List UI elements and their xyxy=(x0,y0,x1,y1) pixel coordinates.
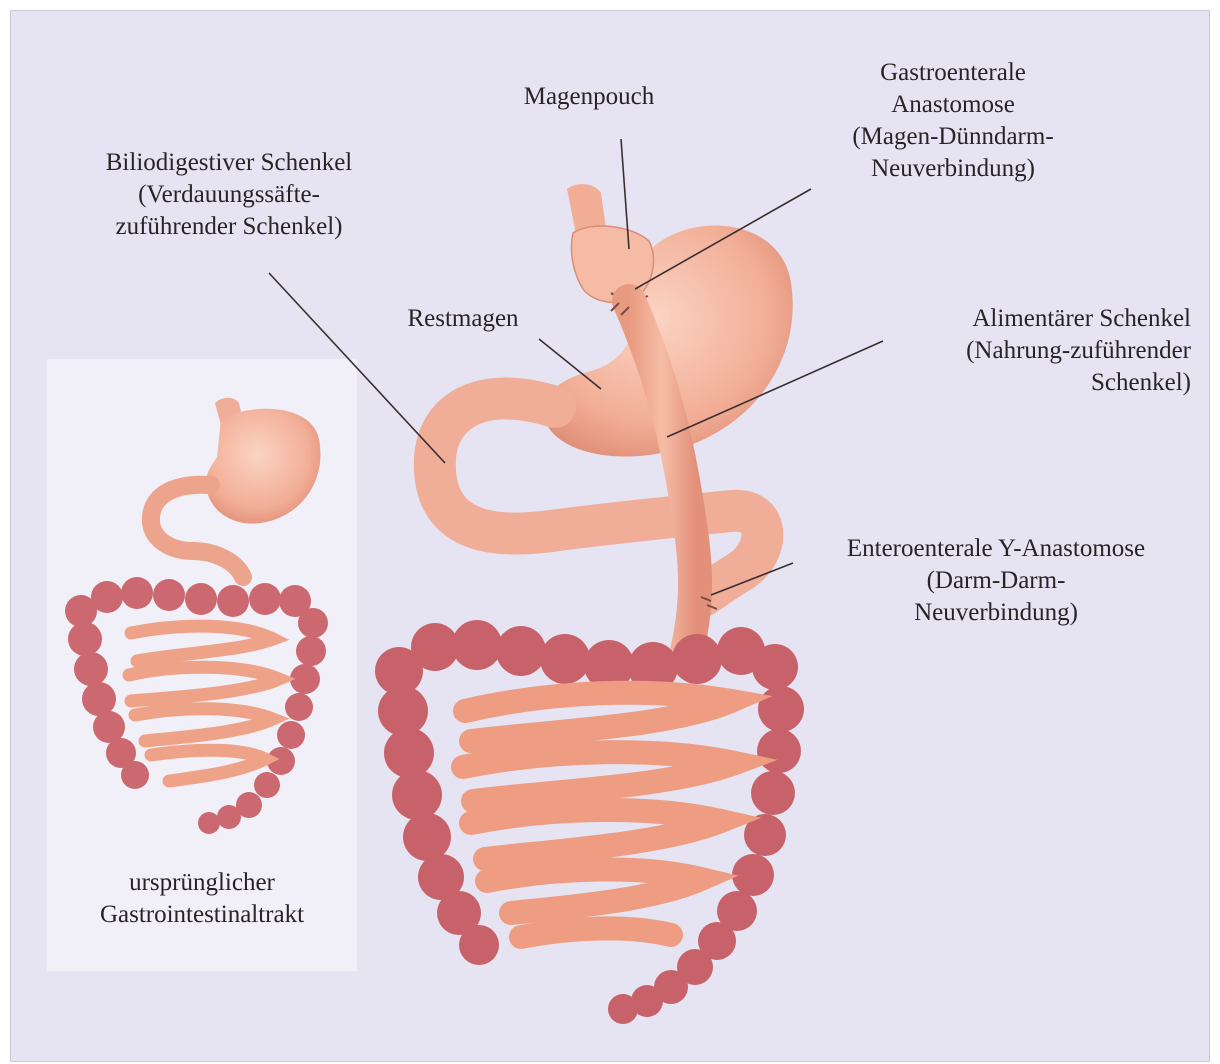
original-tract-drawing xyxy=(65,398,328,834)
label-gastroenterale-line-4: Neuverbindung) xyxy=(803,153,1103,185)
label-biliodigestiver-line-1: Biliodigestiver Schenkel xyxy=(59,147,399,179)
label-enteroenterale-line-3: Neuverbindung) xyxy=(791,597,1201,629)
label-gastroenterale-line-1: Gastroenterale xyxy=(803,57,1103,89)
small-small-intestine xyxy=(129,626,279,781)
label-restmagen: Restmagen xyxy=(373,303,553,335)
label-alimentaerer-line-1: Alimentärer Schenkel xyxy=(861,303,1191,335)
label-enteroenterale-line-2: (Darm-Darm- xyxy=(791,565,1201,597)
label-alimentaerer-line-2: (Nahrung-zuführender xyxy=(861,335,1191,367)
label-enteroenterale-anastomose: Enteroenterale Y-Anastomose (Darm-Darm- … xyxy=(791,533,1201,629)
figure-frame: Magenpouch Gastroenterale Anastomose (Ma… xyxy=(10,10,1210,1062)
label-biliodigestiver-schenkel: Biliodigestiver Schenkel (Verdauungssäft… xyxy=(59,147,399,243)
label-biliodigestiver-line-2: (Verdauungssäfte- xyxy=(59,179,399,211)
label-original-tract-line-1: ursprünglicher xyxy=(47,867,357,899)
small-intestine xyxy=(463,693,735,937)
small-stomach xyxy=(206,409,321,524)
label-restmagen-line-1: Restmagen xyxy=(373,303,553,335)
label-original-tract-line-2: Gastrointestinaltrakt xyxy=(47,899,357,931)
label-gastroenterale-line-2: Anastomose xyxy=(803,89,1103,121)
label-original-tract: ursprünglicher Gastrointestinaltrakt xyxy=(47,867,357,931)
label-alimentaerer-schenkel: Alimentärer Schenkel (Nahrung-zuführende… xyxy=(861,303,1191,399)
label-gastroenterale-anastomose: Gastroenterale Anastomose (Magen-Dünndar… xyxy=(803,57,1103,185)
label-magenpouch: Magenpouch xyxy=(489,81,689,113)
label-biliodigestiver-line-3: zuführender Schenkel) xyxy=(59,211,399,243)
label-alimentaerer-line-3: Schenkel) xyxy=(861,367,1191,399)
label-magenpouch-line-1: Magenpouch xyxy=(489,81,689,113)
label-enteroenterale-line-1: Enteroenterale Y-Anastomose xyxy=(791,533,1201,565)
label-gastroenterale-line-3: (Magen-Dünndarm- xyxy=(803,121,1103,153)
